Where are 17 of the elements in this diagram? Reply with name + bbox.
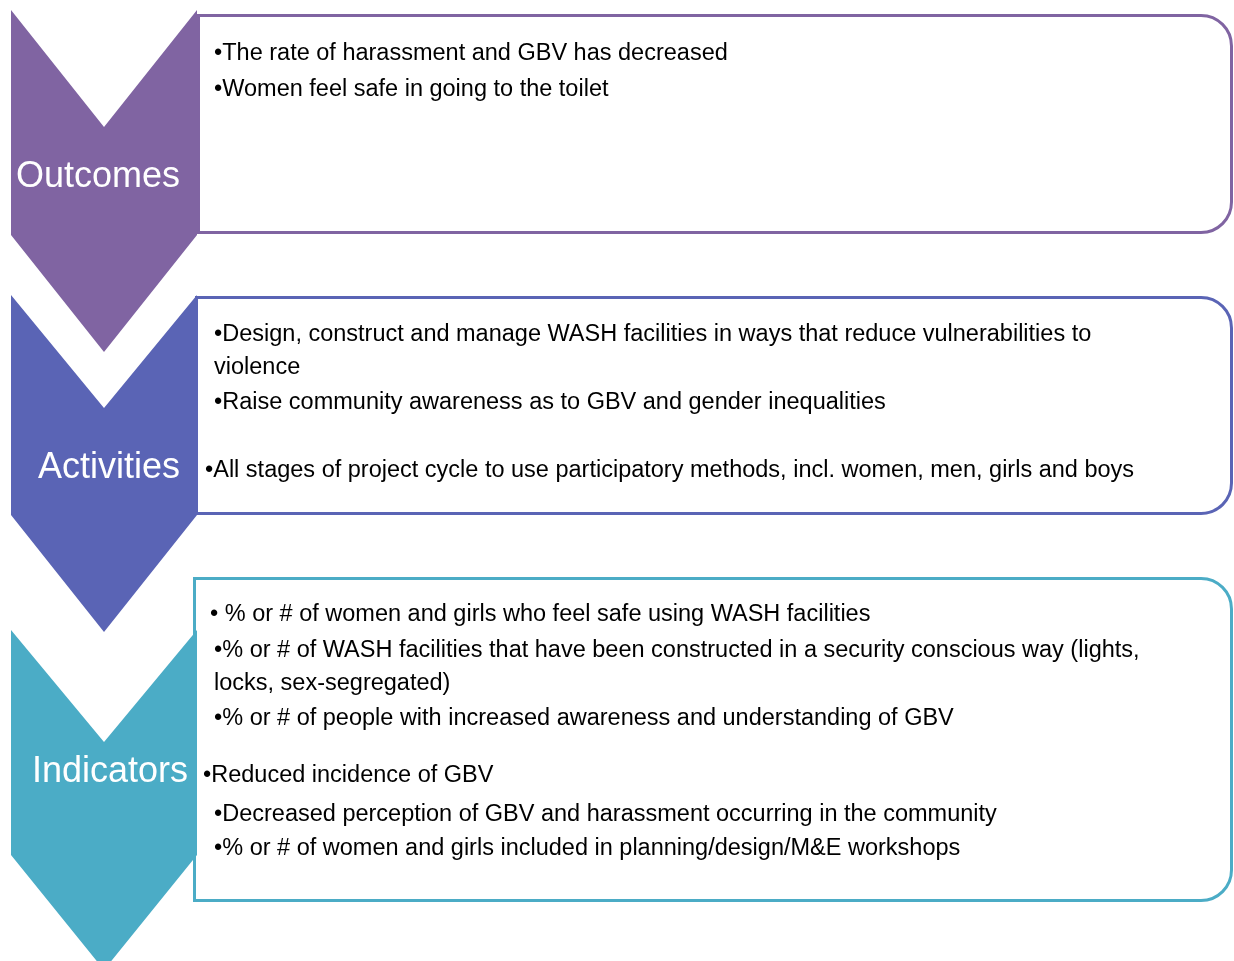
text-panel (195, 296, 1233, 515)
stage-label: Outcomes (16, 155, 181, 195)
text-panel (193, 577, 1233, 902)
bullet-item: •Women feel safe in going to the toilet (214, 74, 610, 103)
bullet-item: •% or # of people with increased awareness and understanding of GBV (214, 703, 955, 732)
bullet-item: •Decreased perception of GBV and harassment occurring in the community (214, 799, 998, 828)
bullet-item: •% or # of WASH facilities that have been constructed in a security conscious way (lights, locks, sex-segregated) (214, 635, 1141, 697)
text-panel (197, 14, 1233, 234)
stage-label: Indicators (32, 750, 189, 790)
bullet-item: •Design, construct and manage WASH facilities in ways that reduce vulnerabilities to violence (214, 319, 1093, 381)
stage-label: Activities (38, 446, 181, 486)
bullet-item: •All stages of project cycle to use participatory methods, incl. women, men, girls and boys (205, 455, 1136, 484)
bullet-item: •The rate of harassment and GBV has decreased (214, 38, 729, 67)
bullet-item: •Raise community awareness as to GBV and gender inequalities (214, 387, 887, 416)
bullet-item: •Reduced incidence of GBV (203, 760, 495, 789)
bullet-item: •% or # of women and girls included in planning/design/M&E workshops (214, 833, 962, 862)
bullet-item: • % or # of women and girls who feel safe using WASH facilities (210, 599, 872, 628)
